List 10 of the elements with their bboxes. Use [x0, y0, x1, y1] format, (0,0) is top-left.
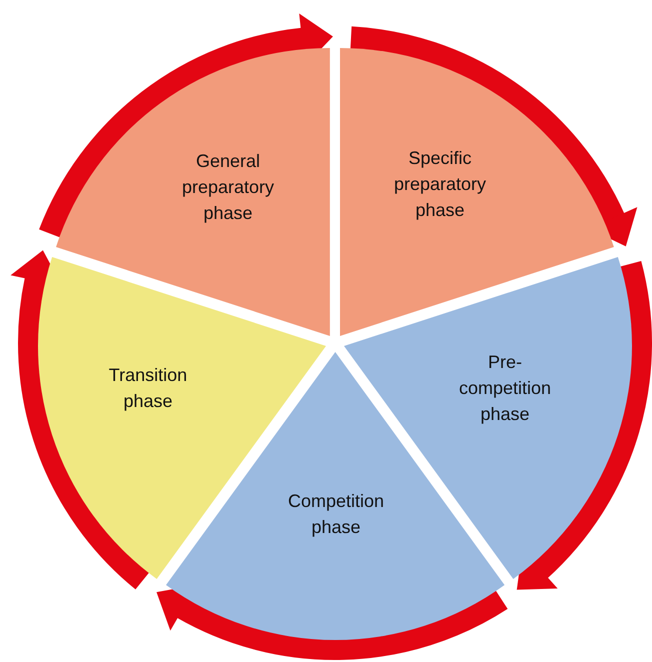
curved-arrow: [10, 250, 152, 589]
slice-label: Competition phase: [286, 490, 385, 539]
curved-arrow: [518, 262, 652, 592]
slice-label: General preparatory phase: [180, 150, 276, 225]
slice-label: Specific preparatory phase: [392, 146, 488, 222]
curved-arrow: [39, 14, 333, 239]
pie-slice: [340, 48, 614, 336]
slice-label: Transition phase: [108, 364, 188, 413]
slice-label: Pre-competition phase: [458, 350, 552, 426]
pie-slice: [56, 48, 330, 336]
